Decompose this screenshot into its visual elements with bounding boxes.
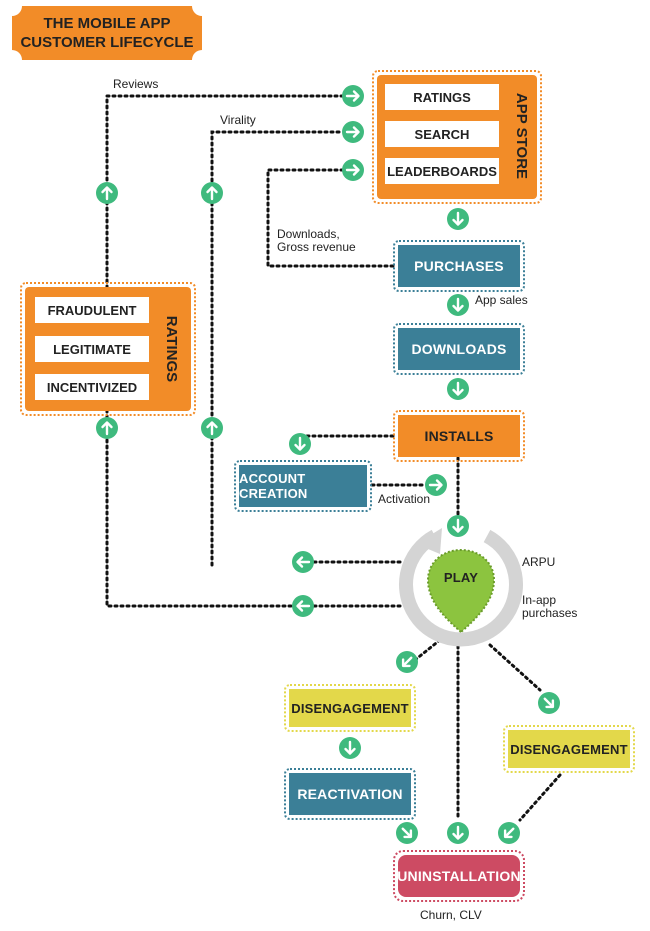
arrow-down-icon [447, 208, 469, 230]
purchases-outline [393, 240, 525, 292]
app-store-item-leaderboards: LEADERBOARDS [385, 158, 499, 184]
purchases-node: PURCHASES [398, 245, 520, 287]
arrow-down-left-icon [396, 651, 418, 673]
arrow-down-icon [447, 378, 469, 400]
connector-reviews [105, 94, 344, 290]
ratings-outline [20, 282, 196, 416]
disengagement-left-node: DISENGAGEMENT [289, 689, 411, 727]
arrow-down-right-icon [396, 822, 418, 844]
ratings-title: RATINGS [163, 315, 180, 383]
reactivation-node: REACTIVATION [289, 773, 411, 815]
arrow-down-icon [447, 822, 469, 844]
connector-diseng-right-uninstall [518, 773, 562, 822]
arrow-up-icon [201, 182, 223, 204]
disengagement-right-node: DISENGAGEMENT [508, 730, 630, 768]
label-churn: Churn, CLV [420, 908, 482, 922]
app-store-item-search: SEARCH [385, 121, 499, 147]
arrow-down-icon [447, 294, 469, 316]
uninstallation-outline [393, 850, 525, 902]
title-banner-shape [12, 6, 202, 60]
app-store-outline [372, 70, 542, 204]
label-downloads-gross: Downloads, Gross revenue [277, 227, 356, 254]
arrow-right-icon [342, 85, 364, 107]
title-banner: THE MOBILE APP CUSTOMER LIFECYCLE [12, 6, 202, 60]
app-store-item-ratings: RATINGS [385, 84, 499, 110]
arrow-down-icon [289, 433, 311, 455]
reactivation-outline [284, 768, 416, 820]
arrow-right-icon [425, 474, 447, 496]
label-in-app: In-app purchases [522, 593, 578, 620]
arrow-down-right-icon [538, 692, 560, 714]
play-drop-shape [426, 548, 496, 634]
connector-downloads-gross [266, 168, 395, 268]
arrow-down-left-icon [498, 822, 520, 844]
ratings-item-legitimate: LEGITIMATE [35, 336, 149, 362]
connector-play-diseng-left [413, 638, 442, 662]
label-app-sales: App sales [475, 293, 528, 307]
disengagement-left-outline [284, 684, 416, 732]
arrow-down-icon [339, 737, 361, 759]
ratings-item-incentivized: INCENTIVIZED [35, 374, 149, 400]
arrow-right-icon [342, 121, 364, 143]
downloads-node: DOWNLOADS [398, 328, 520, 370]
app-store-title: APP STORE [513, 92, 530, 180]
label-arpu: ARPU [522, 555, 556, 569]
label-reviews: Reviews [113, 77, 159, 91]
title-line-2: CUSTOMER LIFECYCLE [20, 34, 194, 51]
label-virality: Virality [220, 113, 256, 127]
arrow-right-icon [342, 159, 364, 181]
arrow-up-icon [96, 417, 118, 439]
connector-ratings-play [105, 408, 294, 608]
play-cycle [399, 528, 523, 647]
arrow-down-icon [447, 515, 469, 537]
account-creation-node: ACCOUNT CREATION [239, 465, 367, 507]
uninstallation-node: UNINSTALLATION [397, 855, 521, 897]
installs-node: INSTALLS [398, 415, 520, 457]
title-line-1: THE MOBILE APP [43, 15, 171, 32]
ratings-item-fraudulent: FRAUDULENT [35, 297, 149, 323]
disengagement-right-outline [503, 725, 635, 773]
arrow-left-icon [292, 595, 314, 617]
arrow-up-icon [201, 417, 223, 439]
downloads-outline [393, 323, 525, 375]
arrow-left-icon [292, 551, 314, 573]
arrow-up-icon [96, 182, 118, 204]
installs-outline [393, 410, 525, 462]
play-node: PLAY [443, 569, 479, 585]
connector-play-diseng-right [488, 643, 542, 692]
account-creation-outline [234, 460, 372, 512]
label-activation: Activation [378, 492, 431, 506]
